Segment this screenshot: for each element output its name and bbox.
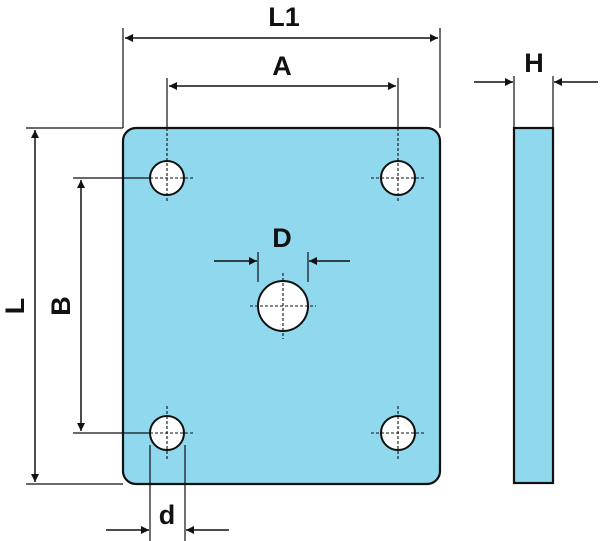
- label-d-small: d: [159, 500, 176, 530]
- label-d-center: D: [272, 223, 292, 253]
- hole-center: [250, 273, 316, 339]
- plate-side-view: [512, 126, 555, 485]
- hole-bottom-right: [371, 406, 425, 460]
- label-h: H: [524, 48, 544, 78]
- label-b: B: [46, 296, 76, 316]
- label-l1: L1: [268, 2, 300, 32]
- label-l: L: [0, 298, 30, 315]
- label-a: A: [272, 51, 292, 81]
- hole-bottom-left: [140, 406, 194, 460]
- hole-top-right: [371, 128, 425, 203]
- hole-top-left: [140, 128, 194, 203]
